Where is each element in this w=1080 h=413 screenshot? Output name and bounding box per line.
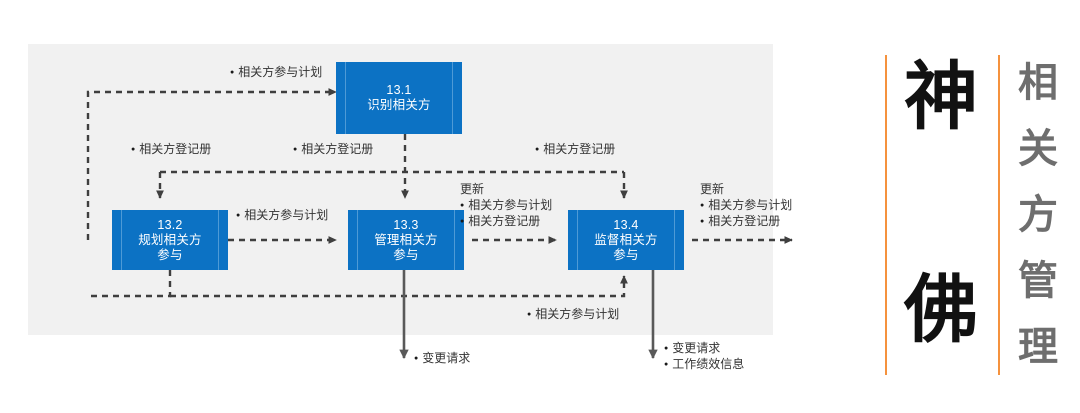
process-box-13-4-text: 13.4 监督相关方 参与 <box>594 218 658 263</box>
process-13-2-name: 规划相关方 <box>138 232 202 247</box>
label-change-request-mid: 变更请求 <box>414 350 470 366</box>
label-change-request-right: 变更请求 <box>664 340 744 356</box>
process-13-4-number: 13.4 <box>613 217 639 232</box>
process-box-13-2-inner-rule <box>121 210 219 270</box>
label-update-mid-item-1: 相关方参与计划 <box>460 197 552 213</box>
process-box-13-1-inner-rule <box>345 62 453 134</box>
process-13-1-name: 识别相关方 <box>367 98 431 112</box>
process-13-3-name2: 参与 <box>393 247 419 262</box>
process-13-2-number: 13.2 <box>157 217 183 232</box>
title-panel: 神 佛 相 关 方 管 理 <box>860 30 1080 390</box>
orange-rule-left <box>885 55 887 375</box>
process-box-13-3-text: 13.3 管理相关方 参与 <box>374 218 438 263</box>
process-box-13-4[interactable]: 13.4 监督相关方 参与 <box>568 210 684 270</box>
process-box-13-1[interactable]: 13.1 识别相关方 <box>336 62 462 134</box>
label-13-4-outputs-group: 变更请求 工作绩效信息 <box>664 340 744 372</box>
label-update-right-group: 更新 相关方参与计划 相关方登记册 <box>700 181 792 230</box>
title-side-char-1: 相 <box>1018 60 1058 106</box>
label-top-plan: 相关方参与计划 <box>230 64 322 80</box>
process-13-3-number: 13.3 <box>393 217 419 232</box>
title-side-char-3: 方 <box>1018 192 1058 238</box>
label-update-right-item-1: 相关方参与计划 <box>700 197 792 213</box>
title-main-char-1: 神 <box>904 54 978 140</box>
label-register-left: 相关方登记册 <box>131 141 211 157</box>
label-update-mid-group: 更新 相关方参与计划 相关方登记册 <box>460 181 552 230</box>
process-box-13-4-inner-rule <box>577 210 675 270</box>
label-update-mid-item-2: 相关方登记册 <box>460 213 552 229</box>
process-box-13-1-text: 13.1 识别相关方 <box>367 83 431 113</box>
title-main-char-2: 佛 <box>904 267 978 353</box>
process-13-4-name2: 参与 <box>613 247 639 262</box>
label-update-right-heading: 更新 <box>700 182 725 196</box>
title-side-char-5: 理 <box>1018 324 1058 370</box>
process-box-13-3-inner-rule <box>357 210 455 270</box>
process-box-13-2-text: 13.2 规划相关方 参与 <box>138 218 202 263</box>
label-update-right-item-2: 相关方登记册 <box>700 213 792 229</box>
label-register-mid: 相关方登记册 <box>293 141 373 157</box>
label-update-mid-heading: 更新 <box>460 182 485 196</box>
orange-rule-right <box>998 55 1000 375</box>
label-register-right: 相关方登记册 <box>535 141 615 157</box>
process-13-4-name: 监督相关方 <box>594 232 658 247</box>
title-side-char-2: 关 <box>1018 126 1058 172</box>
process-13-2-name2: 参与 <box>157 247 183 262</box>
label-plan-between-13-2-13-3: 相关方参与计划 <box>236 207 328 223</box>
process-box-13-2[interactable]: 13.2 规划相关方 参与 <box>112 210 228 270</box>
process-13-3-name: 管理相关方 <box>374 232 438 247</box>
label-work-performance-info: 工作绩效信息 <box>664 356 744 372</box>
process-13-1-number: 13.1 <box>386 83 412 97</box>
label-plan-bottom: 相关方参与计划 <box>527 306 619 322</box>
process-box-13-3[interactable]: 13.3 管理相关方 参与 <box>348 210 464 270</box>
title-side-char-4: 管 <box>1018 258 1058 304</box>
